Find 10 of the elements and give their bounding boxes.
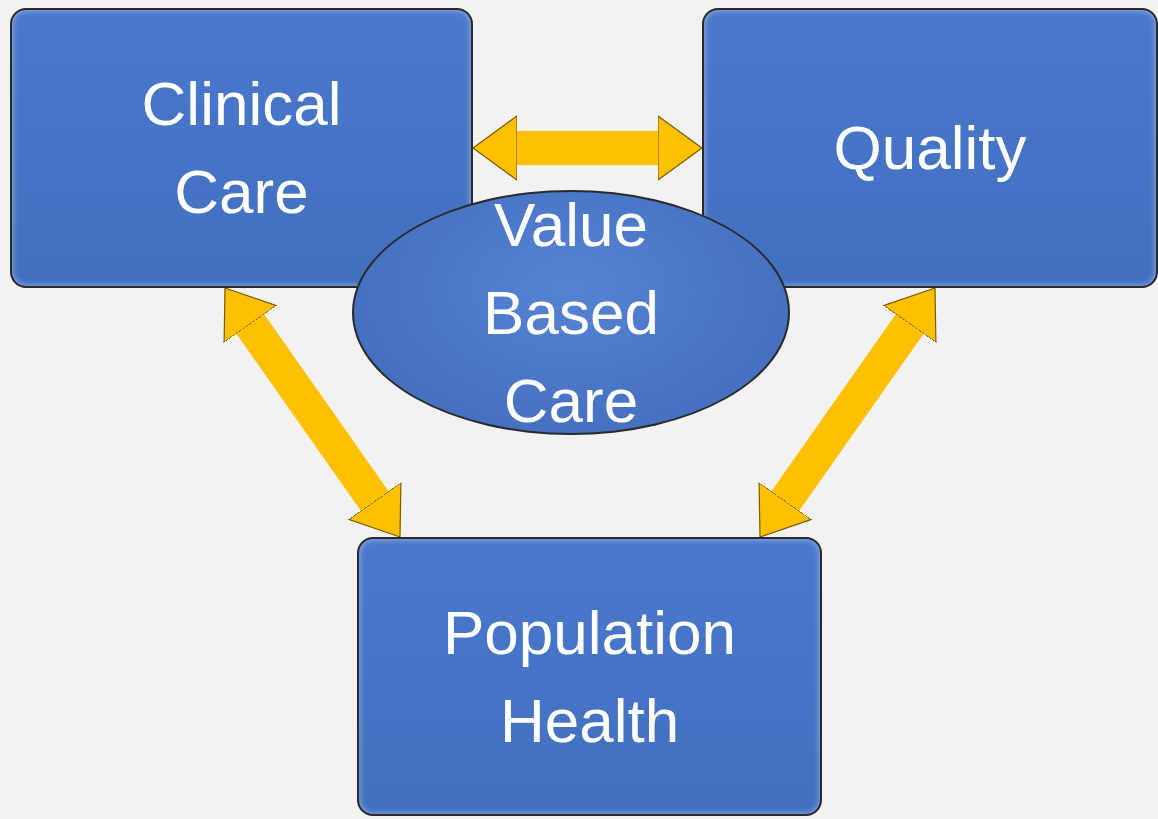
double-arrow [223, 287, 402, 538]
double-arrow [758, 287, 937, 538]
process-box [357, 537, 822, 816]
node-label: Clinical Care [140, 68, 343, 228]
double-arrow [472, 115, 703, 181]
node-label: Quality [833, 112, 1027, 184]
node-label: Value Based Care [482, 188, 660, 437]
process-box [10, 8, 473, 288]
node-label: Population Health [442, 596, 737, 757]
process-box [702, 8, 1158, 288]
